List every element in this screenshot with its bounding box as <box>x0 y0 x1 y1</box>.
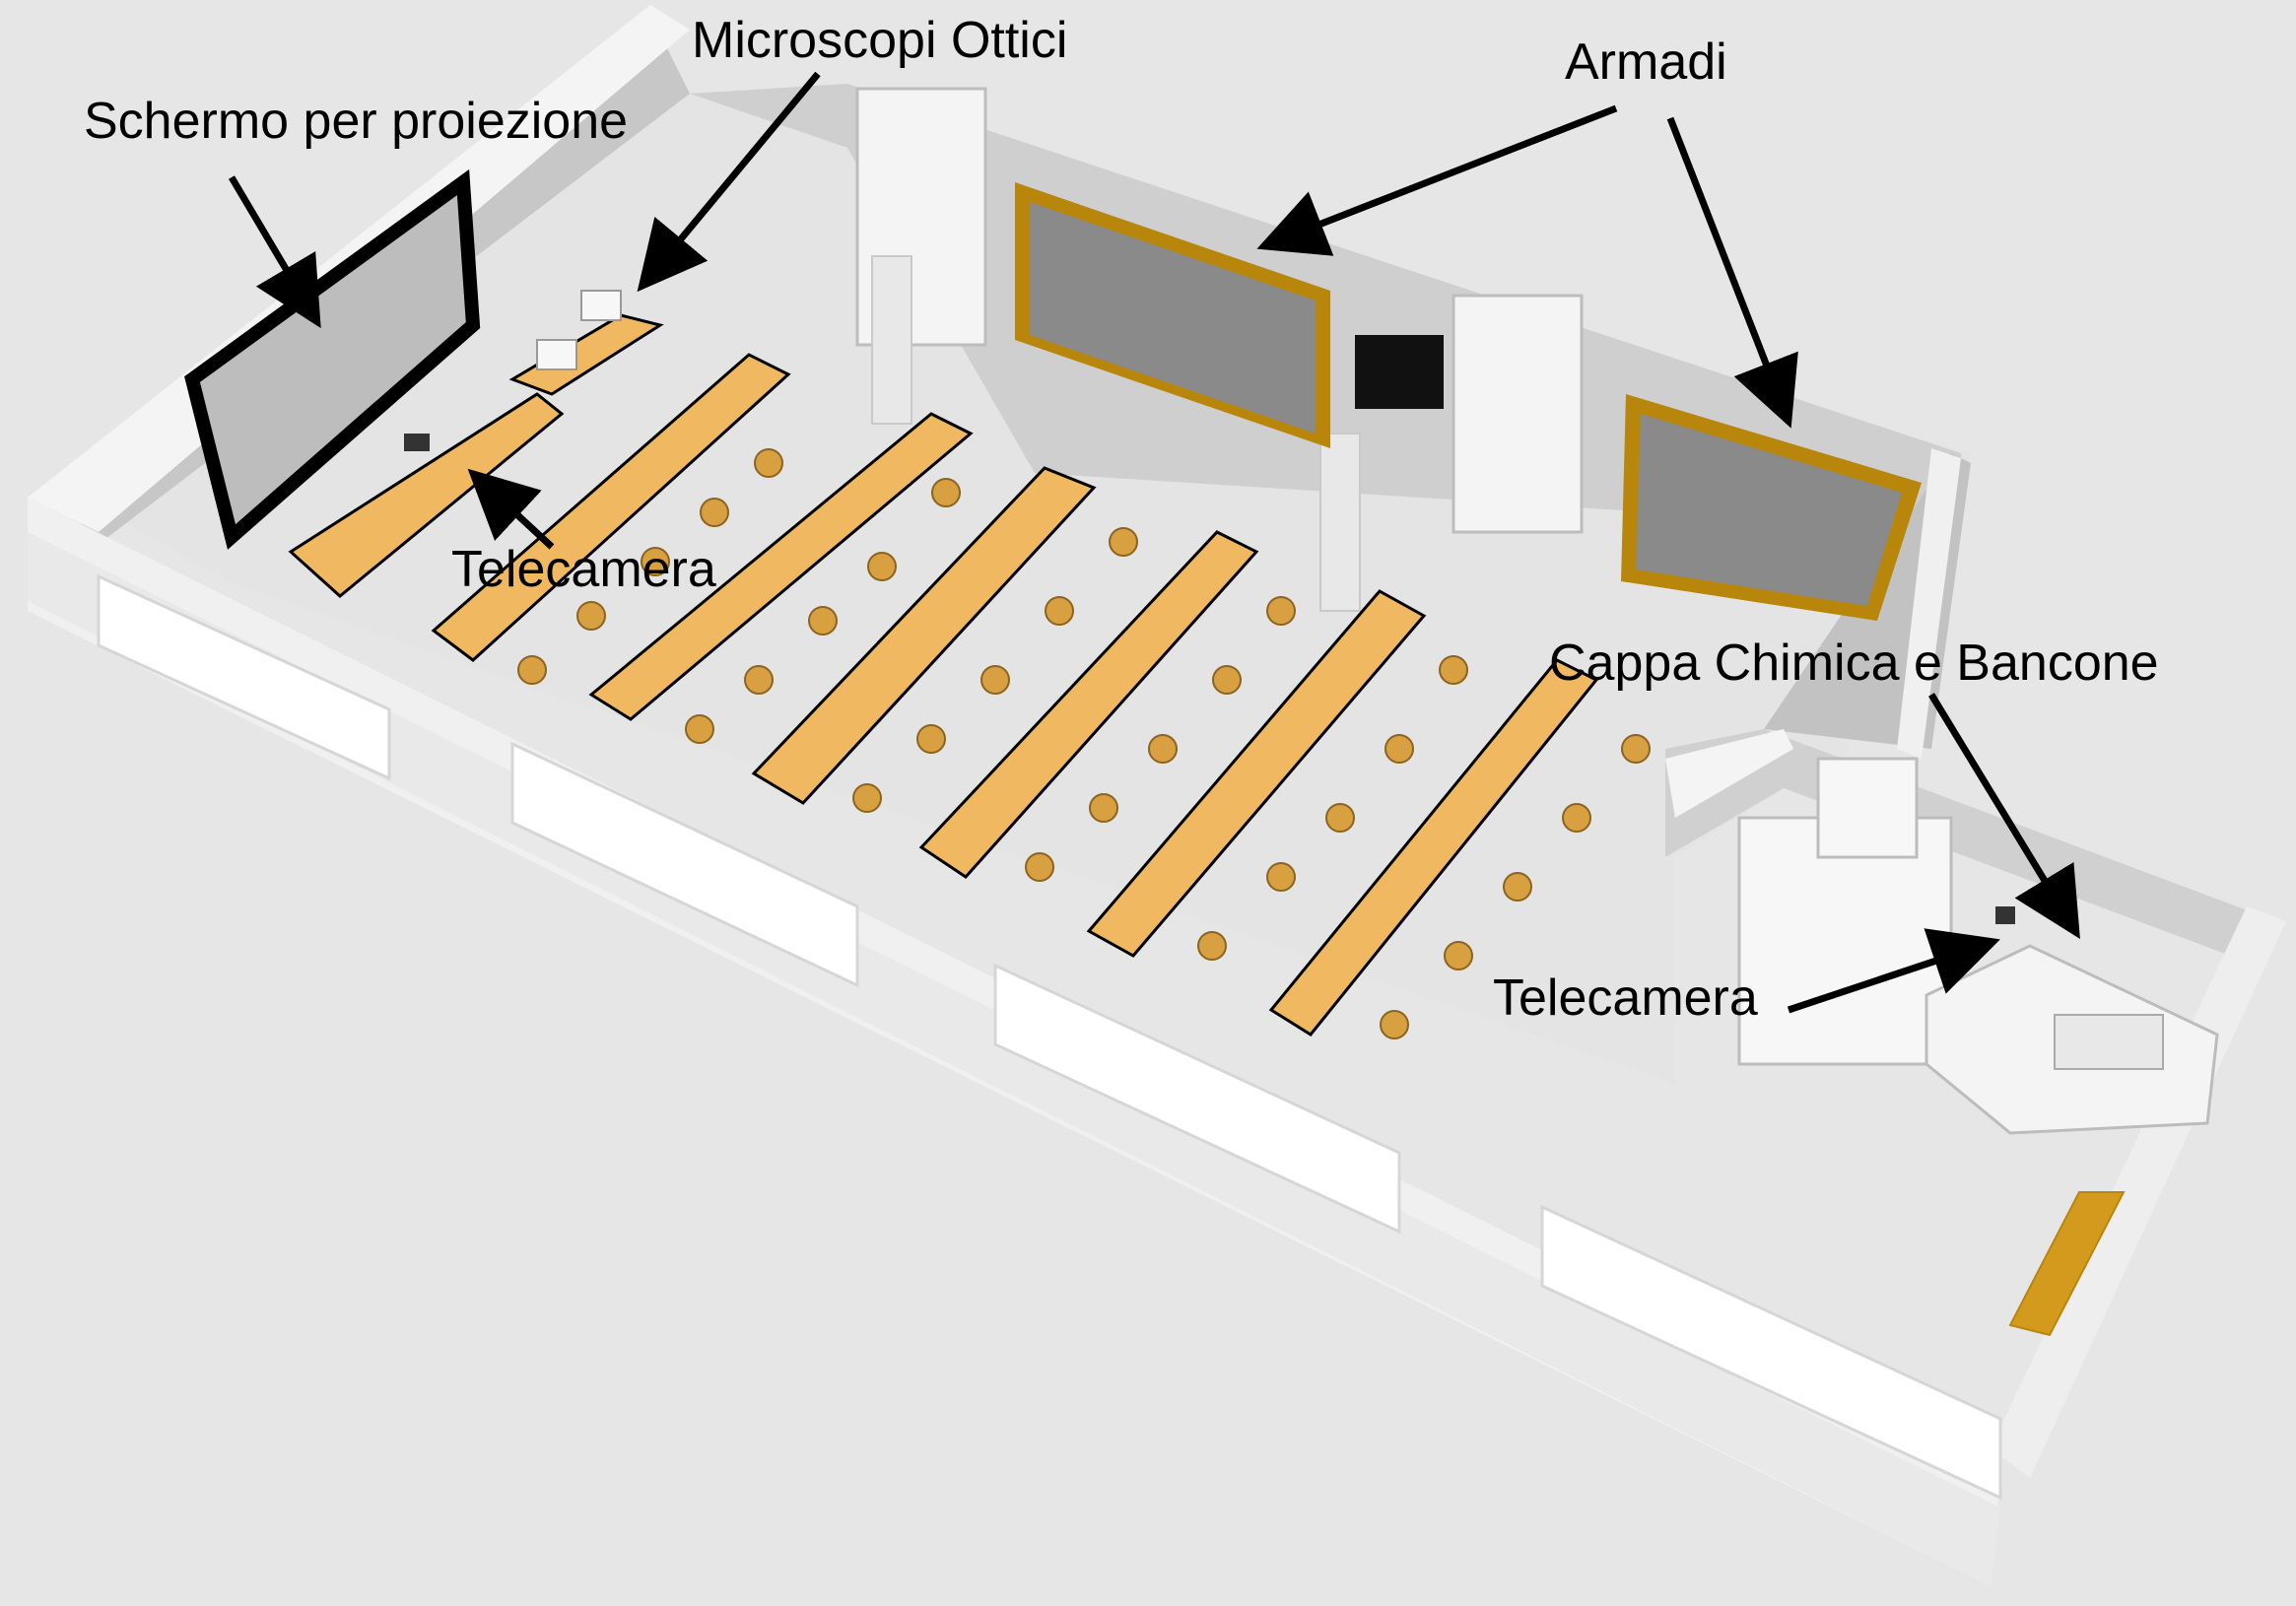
desk-rows <box>288 353 1599 1037</box>
wall-tv <box>1355 335 1444 409</box>
sink <box>2054 1014 2164 1070</box>
label-telecamera-1: Telecamera <box>451 541 716 598</box>
front-windows <box>97 573 2002 1501</box>
column-1 <box>871 255 912 425</box>
window-1 <box>97 573 391 781</box>
white-cupboard-2 <box>1452 294 1584 534</box>
microscope-1 <box>536 339 577 370</box>
annotation-arrows <box>228 71 2080 1014</box>
projection-screen <box>184 168 481 550</box>
window-3 <box>993 963 1401 1235</box>
desk-row-4 <box>918 530 1259 879</box>
desk-row-5 <box>1086 589 1427 958</box>
annex-divider-wall <box>1665 729 1793 818</box>
camera-1 <box>404 434 430 451</box>
microscope-table <box>508 313 664 396</box>
arrow-cappa <box>1928 693 2080 939</box>
window-4 <box>1540 1204 2002 1501</box>
arrow-armadi-2 <box>1666 116 1798 429</box>
label-schermo: Schermo per proiezione <box>84 93 628 150</box>
desk-row-6 <box>1268 658 1599 1037</box>
label-cappa: Cappa Chimica e Bancone <box>1549 635 2159 692</box>
arrow-telecamera-1 <box>467 468 555 550</box>
chairs <box>517 448 1651 1039</box>
arrow-schermo <box>228 175 321 329</box>
desk-row-3 <box>751 466 1097 805</box>
cabinet-group-1 <box>1015 182 1330 448</box>
arrow-armadi-1 <box>1256 104 1618 256</box>
annex-wood-shelf <box>2008 1191 2126 1337</box>
window-2 <box>510 741 859 988</box>
desk-row-2 <box>588 412 974 721</box>
label-armadi: Armadi <box>1565 33 1727 91</box>
label-telecamera-2: Telecamera <box>1493 970 1758 1027</box>
column-2 <box>1319 433 1361 612</box>
arrow-microscopi <box>637 71 821 293</box>
cabinet-group-2 <box>1621 394 1922 621</box>
label-microscopi: Microscopi Ottici <box>692 12 1067 69</box>
microscope-2 <box>580 290 622 321</box>
camera-2 <box>1995 906 2015 924</box>
arrow-telecamera-2 <box>1787 928 2000 1014</box>
fume-hood-top <box>1816 757 1919 859</box>
teacher-desk <box>288 392 565 598</box>
desk-row-1 <box>431 353 791 662</box>
right-wall-cap <box>1897 448 1961 759</box>
